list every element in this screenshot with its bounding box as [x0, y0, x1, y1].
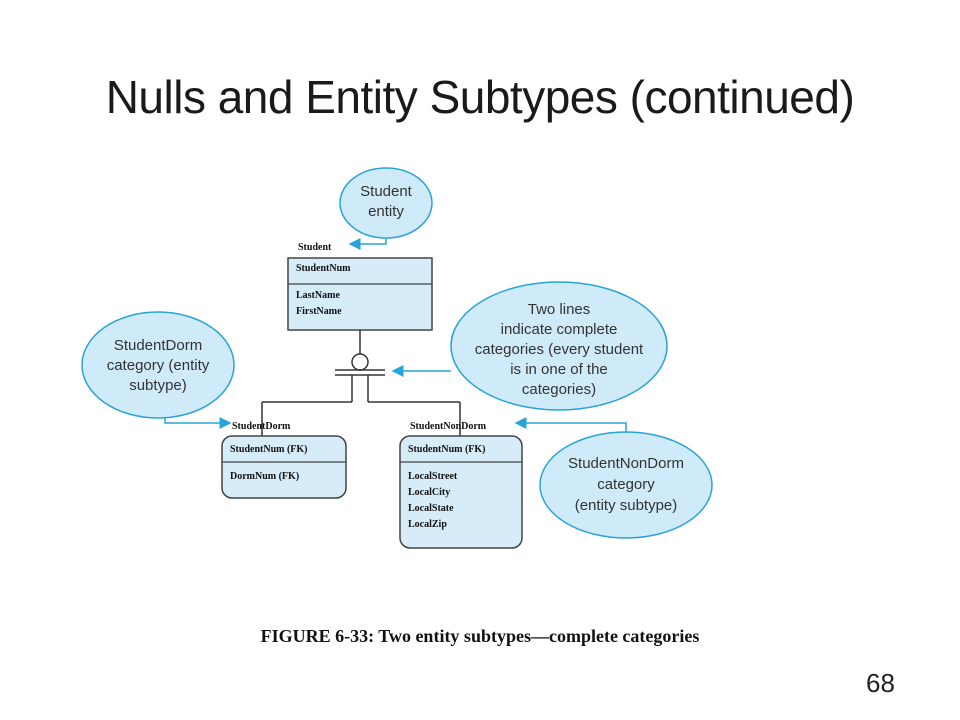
nondorm-entity: StudentNum (FK) LocalStreet LocalCity Lo… — [399, 435, 523, 549]
student-attr-lastname: LastName — [296, 290, 340, 301]
er-diagram: Student StudentNum LastName FirstName St… — [81, 167, 713, 549]
callout-two-lines-line-2: indicate complete — [501, 321, 618, 338]
nondorm-entity-name: StudentNonDorm — [410, 421, 487, 432]
callout-two-lines-line-5: categories) — [522, 381, 596, 398]
category-connector — [261, 330, 461, 436]
callout-student-entity: Student entity — [339, 167, 433, 239]
arrow-dorm — [164, 417, 232, 429]
callout-two-lines: Two lines indicate complete categories (… — [450, 281, 668, 411]
figure-caption: FIGURE 6-33: Two entity subtypes—complet… — [260, 626, 700, 646]
dorm-entity: StudentNum (FK) DormNum (FK) — [221, 435, 347, 499]
callout-dorm-line-3: subtype) — [129, 377, 187, 394]
callout-nondorm-line-3: (entity subtype) — [575, 497, 678, 514]
callout-nondorm-category: StudentNonDorm category (entity subtype) — [539, 431, 713, 539]
arrow-student — [348, 238, 387, 250]
dorm-entity-name: StudentDorm — [232, 421, 291, 432]
student-attr-firstname: FirstName — [296, 306, 342, 317]
callout-dorm-line-1: StudentDorm — [114, 337, 202, 354]
nondorm-key-attr: StudentNum (FK) — [408, 444, 486, 455]
student-entity-name: Student — [298, 242, 332, 253]
callout-nondorm-line-2: category — [597, 476, 655, 493]
arrow-nondorm — [514, 417, 627, 432]
nondorm-attr-localstreet: LocalStreet — [408, 471, 458, 482]
callout-two-lines-line-3: categories (every student — [475, 341, 644, 358]
callout-student-line-1: Student — [360, 183, 413, 200]
student-entity: StudentNum LastName FirstName — [287, 257, 433, 331]
slide-title: Nulls and Entity Subtypes (continued) — [105, 71, 855, 123]
nondorm-attr-localstate: LocalState — [408, 503, 454, 514]
student-key-attr: StudentNum — [296, 263, 351, 274]
callout-student-line-2: entity — [368, 203, 404, 220]
callout-nondorm-line-1: StudentNonDorm — [568, 455, 684, 472]
page-number: 68 — [866, 668, 895, 698]
callout-dorm-category: StudentDorm category (entity subtype) — [81, 311, 235, 419]
callout-two-lines-line-1: Two lines — [528, 301, 591, 318]
callout-dorm-line-2: category (entity — [107, 357, 210, 374]
callout-two-lines-line-4: is in one of the — [510, 361, 608, 378]
dorm-key-attr: StudentNum (FK) — [230, 444, 308, 455]
nondorm-attr-localzip: LocalZip — [408, 519, 447, 530]
dorm-attr-dormnum: DormNum (FK) — [230, 471, 299, 482]
nondorm-attr-localcity: LocalCity — [408, 487, 450, 498]
